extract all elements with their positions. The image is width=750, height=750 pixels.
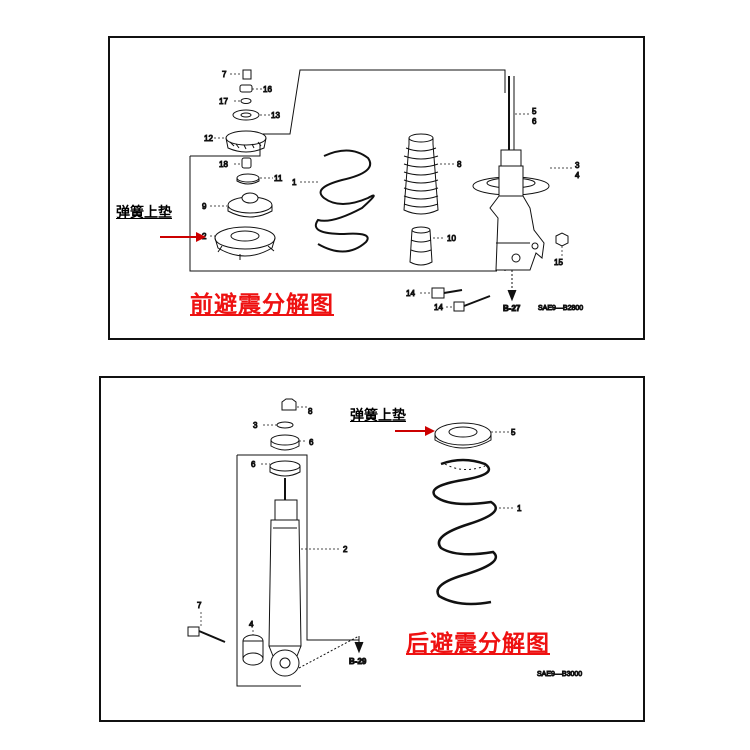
front-bolts-14 bbox=[431, 287, 491, 312]
rear-part-6b: 6 bbox=[251, 460, 256, 469]
front-part-14a: 14 bbox=[406, 289, 415, 298]
front-part-6: 6 bbox=[532, 117, 537, 126]
front-dust-boot-8 bbox=[403, 133, 439, 215]
front-part-15: 15 bbox=[554, 258, 563, 267]
front-part-10: 10 bbox=[447, 234, 456, 243]
rear-part-2: 2 bbox=[343, 545, 348, 554]
front-part-18: 18 bbox=[219, 160, 228, 169]
rear-part-4: 4 bbox=[249, 620, 254, 629]
rear-coil-spring-1 bbox=[432, 458, 498, 606]
front-part-17: 17 bbox=[219, 97, 228, 106]
rear-leader-lines bbox=[200, 406, 515, 635]
front-nut-15 bbox=[555, 232, 569, 247]
front-leader-lines bbox=[210, 73, 572, 308]
front-drawing-code: SAE9—B2800 bbox=[538, 305, 583, 312]
rear-part-7: 7 bbox=[197, 601, 202, 610]
front-part-8: 8 bbox=[457, 160, 462, 169]
rear-callout-label: 弹簧上垫 bbox=[350, 408, 406, 424]
rear-bushing-4 bbox=[242, 634, 264, 666]
rear-title: 后避震分解图 bbox=[406, 631, 550, 657]
front-part-7: 7 bbox=[222, 70, 227, 79]
rear-suspension-panel: 8 3 6 6 2 4 7 5 1 B-29 SAE9—B3000 弹簧上垫 后… bbox=[99, 376, 645, 722]
front-part-13: 13 bbox=[271, 111, 280, 120]
front-part-12: 12 bbox=[204, 134, 213, 143]
front-part-11: 11 bbox=[274, 174, 283, 183]
rear-part-1: 1 bbox=[517, 504, 522, 513]
rear-part-5: 5 bbox=[511, 428, 516, 437]
front-top-stack bbox=[225, 69, 267, 153]
front-part-1: 1 bbox=[292, 178, 297, 187]
front-exploded-diagram: 7 16 17 13 12 18 11 9 2 1 8 10 5 6 3 4 1… bbox=[160, 69, 584, 314]
front-part-9: 9 bbox=[202, 202, 207, 211]
front-part-16: 16 bbox=[263, 85, 272, 94]
rear-part-3: 3 bbox=[253, 421, 258, 430]
front-title: 前避震分解图 bbox=[190, 292, 334, 318]
rear-assembly-bracket bbox=[236, 455, 301, 687]
front-assembly-bracket-top bbox=[190, 69, 506, 157]
rear-part-8: 8 bbox=[308, 407, 313, 416]
front-part-3: 3 bbox=[575, 161, 580, 170]
rear-shock-absorber-2 bbox=[268, 478, 302, 677]
front-part-5: 5 bbox=[532, 107, 537, 116]
rear-callout-arrow bbox=[395, 426, 435, 436]
front-strut-assembly-3 bbox=[472, 76, 550, 271]
front-mid-stack bbox=[236, 157, 260, 185]
front-callout-arrow bbox=[160, 232, 206, 242]
rear-spring-upper-seat-5 bbox=[434, 422, 492, 449]
front-ref-b27: B-27 bbox=[503, 304, 521, 313]
front-coil-spring-1 bbox=[314, 149, 375, 253]
rear-top-parts bbox=[269, 398, 301, 477]
front-callout-label: 弹簧上垫 bbox=[116, 205, 172, 221]
front-part-14b: 14 bbox=[434, 303, 443, 312]
rear-ref-b29: B-29 bbox=[349, 657, 367, 666]
rear-drawing-code: SAE9—B3000 bbox=[537, 671, 582, 678]
front-spring-upper-seat-2 bbox=[214, 226, 276, 260]
rear-exploded-diagram: 8 3 6 6 2 4 7 5 1 B-29 SAE9—B3000 bbox=[187, 398, 583, 687]
front-assembly-bracket bbox=[189, 156, 497, 272]
front-upper-mount-9 bbox=[227, 192, 273, 218]
rear-part-6a: 6 bbox=[309, 438, 314, 447]
front-bump-stop-10 bbox=[409, 226, 433, 266]
front-suspension-panel: 7 16 17 13 12 18 11 9 2 1 8 10 5 6 3 4 1… bbox=[108, 36, 645, 340]
front-part-4: 4 bbox=[575, 171, 580, 180]
rear-bolt-7 bbox=[187, 626, 226, 643]
